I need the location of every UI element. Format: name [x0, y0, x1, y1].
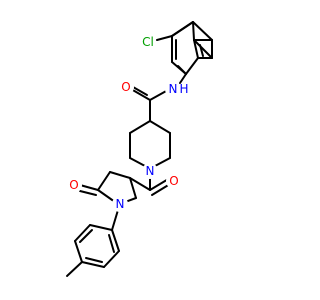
lactam-oxygen-label: O: [69, 178, 78, 192]
bond: [132, 86, 148, 96]
bond: [111, 229, 120, 252]
amide-nitrogen-label: N: [169, 82, 178, 96]
bond: [149, 120, 171, 134]
bond: [111, 209, 119, 231]
bond: [97, 189, 116, 203]
pyrrolidine-nitrogen-atom: N: [112, 196, 128, 212]
bond: [89, 224, 113, 231]
molecule-structure: Cl N H O N O O N: [66, 21, 213, 277]
ketone-oxygen-atom: O: [166, 173, 182, 189]
bond: [193, 39, 199, 59]
bond: [74, 224, 91, 242]
lactam-oxygen-atom: O: [66, 177, 82, 193]
bond: [193, 39, 213, 59]
bond: [103, 250, 120, 268]
bond: [129, 157, 146, 167]
bond: [179, 73, 187, 84]
bond: [154, 157, 171, 167]
bond: [151, 183, 171, 196]
bond: [185, 57, 199, 75]
bond-layer: [66, 21, 213, 277]
bond: [149, 89, 169, 101]
bond: [156, 35, 173, 41]
bond: [74, 240, 83, 263]
amide-hydrogen-label: H: [179, 82, 188, 96]
amide-oxygen-label: O: [121, 80, 130, 94]
bond: [81, 261, 105, 268]
bond: [192, 21, 213, 41]
piperidine-nitrogen-atom: N: [142, 163, 158, 179]
bond: [192, 21, 195, 41]
bond: [85, 257, 103, 263]
ketone-oxygen-label: O: [169, 174, 178, 188]
bond: [129, 177, 137, 199]
atom-label-layer: Cl N H O N O O N: [66, 34, 189, 212]
bond: [79, 229, 93, 243]
bond: [129, 120, 151, 134]
pyrrolidine-nitrogen-label: N: [116, 197, 125, 211]
piperidine-nitrogen-label: N: [146, 164, 155, 178]
bond: [129, 177, 151, 191]
bond: [108, 234, 115, 253]
bond: [130, 88, 151, 101]
bond: [109, 171, 131, 179]
bond: [79, 184, 99, 191]
bond: [79, 190, 97, 196]
bond: [171, 21, 194, 37]
bond: [66, 261, 83, 277]
amide-oxygen-atom: O: [118, 79, 134, 95]
chlorine-label: Cl: [142, 35, 154, 49]
amide-nitrogen-atom: N H: [165, 81, 189, 97]
bond: [177, 65, 187, 75]
chlorine-atom: Cl: [140, 34, 156, 50]
bond: [199, 44, 204, 57]
bond: [97, 171, 111, 191]
